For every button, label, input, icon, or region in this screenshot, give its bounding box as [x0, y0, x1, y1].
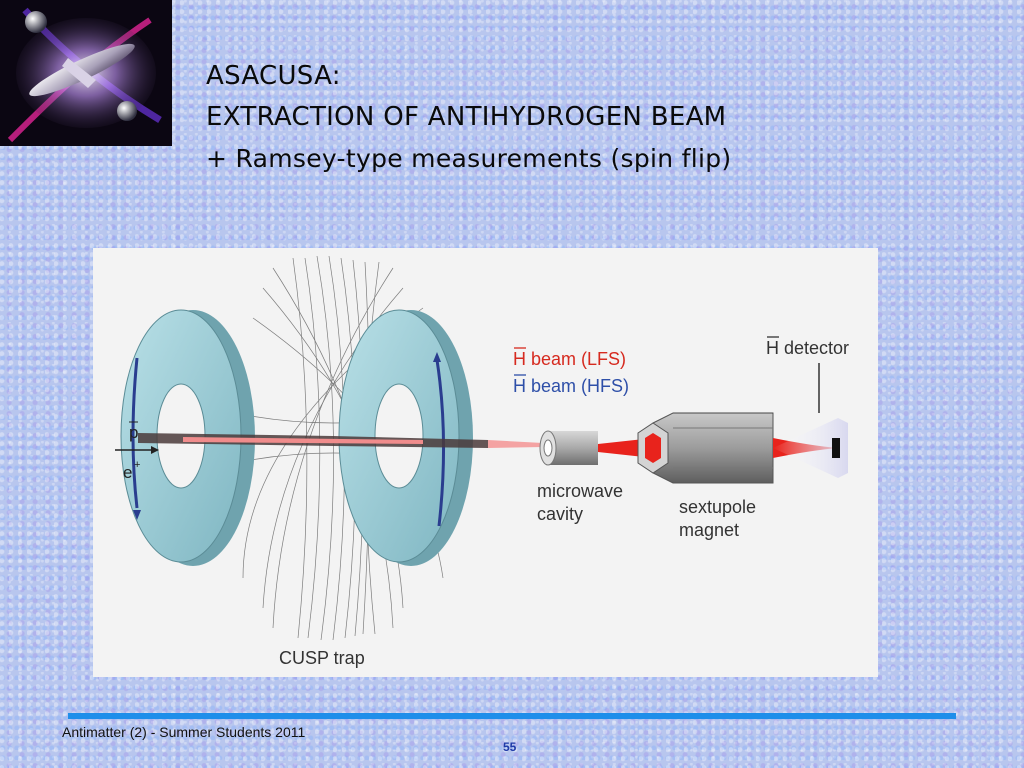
label-cavity-line1: microwave: [537, 481, 623, 501]
slide-title: ASACUSA: EXTRACTION OF ANTIHYDROGEN BEAM…: [206, 56, 1006, 179]
asacusa-diagram: p e + H beam (LFS) H beam (HFS): [93, 248, 878, 677]
label-positron-sup: +: [134, 459, 140, 471]
antimatter-logo-icon: [0, 0, 172, 146]
label-antiproton: p: [129, 423, 138, 442]
detector-element: [832, 438, 840, 458]
particle-beam-bundle: [138, 433, 543, 448]
detector-cone: [773, 418, 848, 478]
microwave-cavity: [539, 430, 598, 466]
label-cavity-line2: cavity: [537, 504, 583, 524]
beamline-illustration: p e + H beam (LFS) H beam (HFS): [115, 255, 849, 668]
title-line-2: EXTRACTION OF ANTIHYDROGEN BEAM: [206, 102, 727, 132]
page-number: 55: [503, 740, 517, 754]
sextupole-magnet: [637, 412, 774, 484]
logo: [0, 0, 172, 146]
label-detector: H detector: [766, 338, 849, 358]
label-magnet-line2: magnet: [679, 520, 739, 540]
footer-text: Antimatter (2) - Summer Students 2011: [62, 724, 306, 740]
footer-divider: [68, 713, 956, 719]
title-line-1: ASACUSA:: [206, 61, 341, 91]
title-line-3: + Ramsey-type measurements (spin flip): [206, 144, 732, 173]
label-magnet-line1: sextupole: [679, 497, 756, 517]
label-positron: e: [123, 463, 132, 482]
label-beam-hfs: H beam (HFS): [513, 376, 629, 396]
right-cusp-coil: [338, 309, 473, 566]
label-cusp-trap: CUSP trap: [279, 648, 365, 668]
label-beam-lfs: H beam (LFS): [513, 349, 626, 369]
